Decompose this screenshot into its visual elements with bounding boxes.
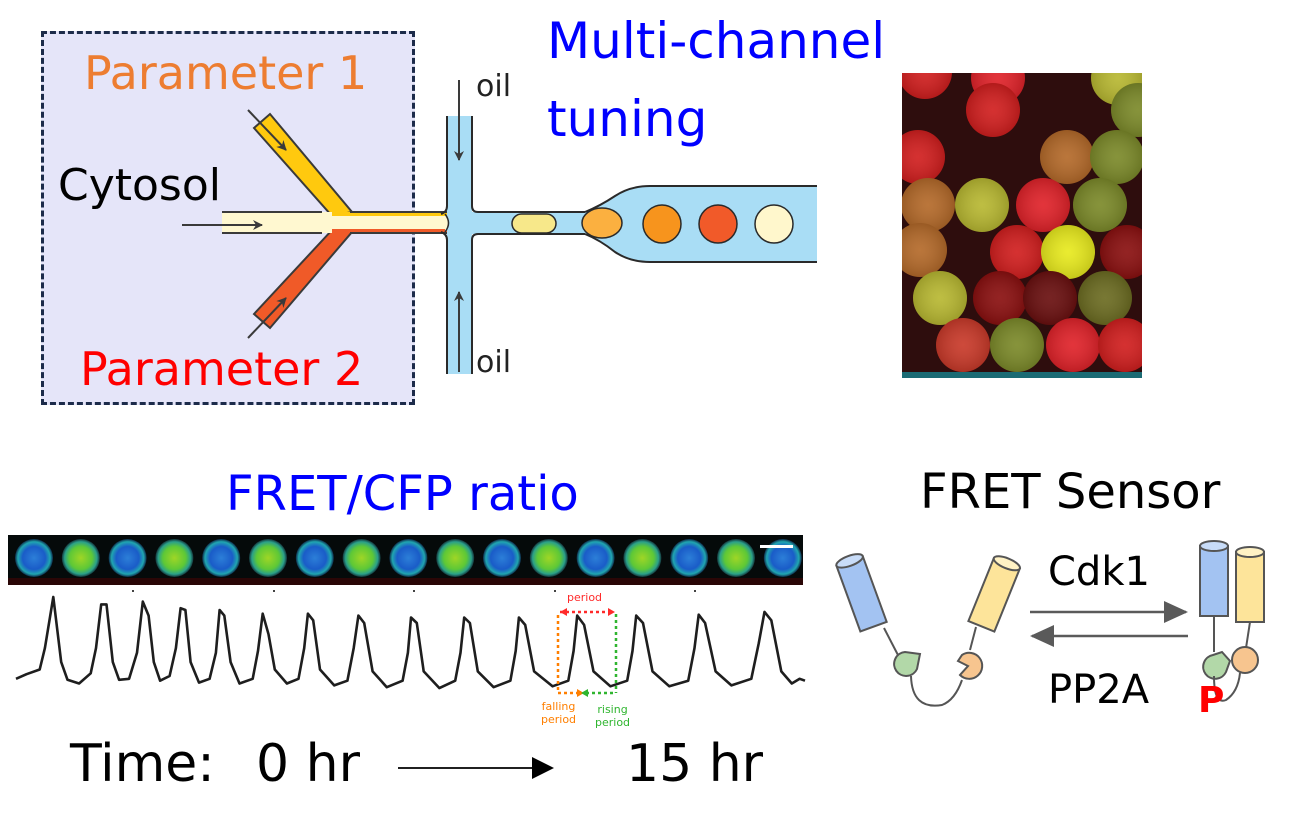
fret-sensor-title: FRET Sensor: [920, 464, 1221, 520]
trace-tick-mark: [694, 590, 696, 592]
cdk1-label: Cdk1: [1048, 549, 1150, 595]
scale-bar: [760, 545, 793, 548]
channel-droplet: [511, 213, 557, 234]
strip-droplet-green: [249, 539, 287, 577]
parameter-2-channel: [252, 228, 355, 330]
multi-channel-title: Multi-channel: [547, 12, 886, 70]
trace-line: [15, 595, 806, 690]
droplet-microscopy-image: [850, 40, 1202, 400]
falling-line2: period: [541, 713, 577, 726]
falling-line1: falling: [541, 700, 576, 713]
parameter-1-arrow-icon: [247, 109, 287, 151]
phospho-label: P: [1198, 680, 1225, 721]
trace-tick-mark: [273, 590, 275, 592]
rising-period-label: rising period: [595, 703, 630, 729]
channel-droplets: [511, 204, 794, 244]
oil-top-label: oil: [476, 69, 512, 104]
strip-droplet-blue: [483, 539, 521, 577]
time-start-label: 0 hr: [256, 734, 360, 794]
cytosol-channel: [222, 212, 332, 233]
strip-droplet-blue: [389, 539, 428, 577]
strip-droplet-green: [155, 539, 194, 577]
channel-droplet: [754, 204, 794, 244]
rising-line1: rising: [597, 703, 628, 716]
parameter-1-label: Parameter 1: [84, 46, 368, 100]
strip-droplet-green: [342, 539, 381, 577]
green-domain-icon: [893, 650, 922, 677]
fret-sensor-closed-state: [1199, 540, 1265, 702]
tuning-title: tuning: [547, 90, 708, 148]
strip-droplet-green: [436, 539, 475, 577]
strip-droplet-blue: [202, 539, 241, 577]
time-end-label: 15 hr: [626, 734, 764, 794]
strip-droplet-green: [623, 539, 662, 577]
period-label: period: [567, 591, 603, 604]
strip-droplet-green: [717, 539, 755, 577]
trace-tick-mark: [132, 590, 134, 592]
channel-droplet: [642, 204, 682, 244]
fret-sensor-open-state: [835, 553, 1022, 707]
strip-droplet-blue: [15, 539, 53, 577]
oil-bottom-label: oil: [476, 345, 512, 380]
strip-droplet-blue: [108, 539, 147, 577]
pp2a-label: PP2A: [1048, 667, 1150, 713]
rising-line2: period: [595, 716, 631, 729]
cytosol-label: Cytosol: [58, 160, 222, 211]
y-junction-channels: [182, 109, 447, 339]
strip-droplet-blue: [576, 539, 615, 577]
channel-droplet: [698, 204, 738, 244]
strip-droplet-blue: [670, 539, 709, 577]
trace-tick-mark: [413, 590, 415, 592]
orange-domain-icon: [956, 651, 984, 680]
trace-tick-mark: [554, 590, 556, 592]
strip-droplet-green: [61, 539, 100, 577]
parameter-1-channel: [252, 112, 354, 218]
fret-ratio-droplet-strip: [8, 535, 803, 585]
strip-droplet-blue: [295, 539, 334, 577]
fret-ratio-trace-chart: [15, 590, 806, 697]
strip-droplet-blue: [763, 539, 802, 577]
merged-channel: [325, 212, 447, 233]
parameter-2-label: Parameter 2: [80, 342, 364, 396]
channel-droplet: [581, 207, 623, 239]
time-label: Time:: [70, 734, 215, 794]
fret-ratio-title: FRET/CFP ratio: [226, 466, 579, 522]
falling-period-label: falling period: [541, 700, 576, 726]
strip-droplet-green: [529, 539, 568, 577]
parameter-2-arrow-icon: [247, 297, 287, 339]
